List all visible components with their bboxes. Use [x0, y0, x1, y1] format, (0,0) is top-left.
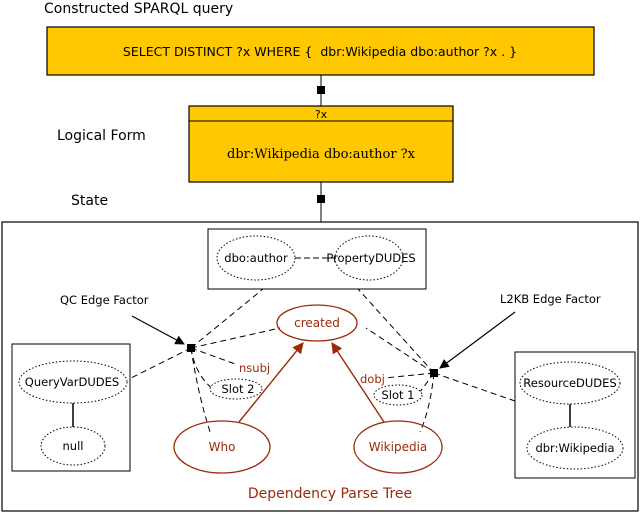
- created-node: [276, 304, 358, 342]
- sparql-query-text: SELECT DISTINCT ?x WHERE { dbr:Wikipedia…: [123, 44, 517, 59]
- constructed-query-heading: Constructed SPARQL query: [44, 1, 233, 17]
- l2kb-factor-arrow: [439, 311, 516, 369]
- logical-form-body: dbr:Wikipedia dbo:author ?x: [227, 147, 416, 162]
- l2kb-factor-edges: [357, 288, 516, 433]
- query-var-box: [11, 343, 131, 472]
- sparql-query-box: [46, 26, 595, 76]
- property-dudes-label: PropertyDUDES: [326, 251, 415, 265]
- slot-1-label: Slot 1: [381, 388, 414, 402]
- logical-form-box: [188, 105, 454, 183]
- dependency-parse-tree-label: Dependency Parse Tree: [248, 486, 412, 502]
- qc-factor-arrow: [131, 315, 185, 345]
- slot-2-label: Slot 2: [221, 382, 254, 396]
- null-label: null: [63, 439, 84, 453]
- dbr-wikipedia-node: [526, 426, 624, 470]
- resource-dudes-label: ResourceDUDES: [523, 376, 616, 390]
- state-heading: State: [71, 193, 108, 209]
- created-label: created: [294, 316, 340, 330]
- who-node: [173, 420, 271, 474]
- state-box: [1, 221, 639, 512]
- l2kb-factor-square: [430, 369, 438, 377]
- property-dudes-node: [334, 235, 404, 281]
- query-var-dudes-node: [18, 360, 128, 404]
- dobj-label: dobj: [360, 372, 385, 386]
- wikipedia-node: [353, 420, 443, 474]
- dbr-wikipedia-label: dbr:Wikipedia: [535, 441, 614, 455]
- resource-dudes-node: [519, 361, 621, 405]
- logical-form-variable: ?x: [315, 108, 328, 121]
- query-var-dudes-label: QueryVarDUDES: [25, 375, 119, 389]
- nsubj-edge: [238, 342, 304, 423]
- dbo-author-label: dbo:author: [224, 251, 288, 265]
- dobj-edge: [331, 342, 385, 423]
- qc-factor-square: [187, 344, 195, 352]
- connector-square: [317, 86, 325, 94]
- who-label: Who: [209, 440, 236, 454]
- logical-form-heading: Logical Form: [57, 128, 146, 144]
- connector-square: [317, 195, 325, 203]
- nsubj-label: nsubj: [239, 361, 270, 375]
- qc-edge-factor-label: QC Edge Factor: [60, 293, 149, 307]
- resource-box: [514, 351, 636, 479]
- wikipedia-label: Wikipedia: [369, 440, 428, 454]
- l2kb-edge-factor-label: L2KB Edge Factor: [500, 292, 601, 306]
- slot-2-node: [209, 378, 263, 400]
- slot-1-node: [373, 384, 423, 406]
- null-node: [40, 426, 106, 466]
